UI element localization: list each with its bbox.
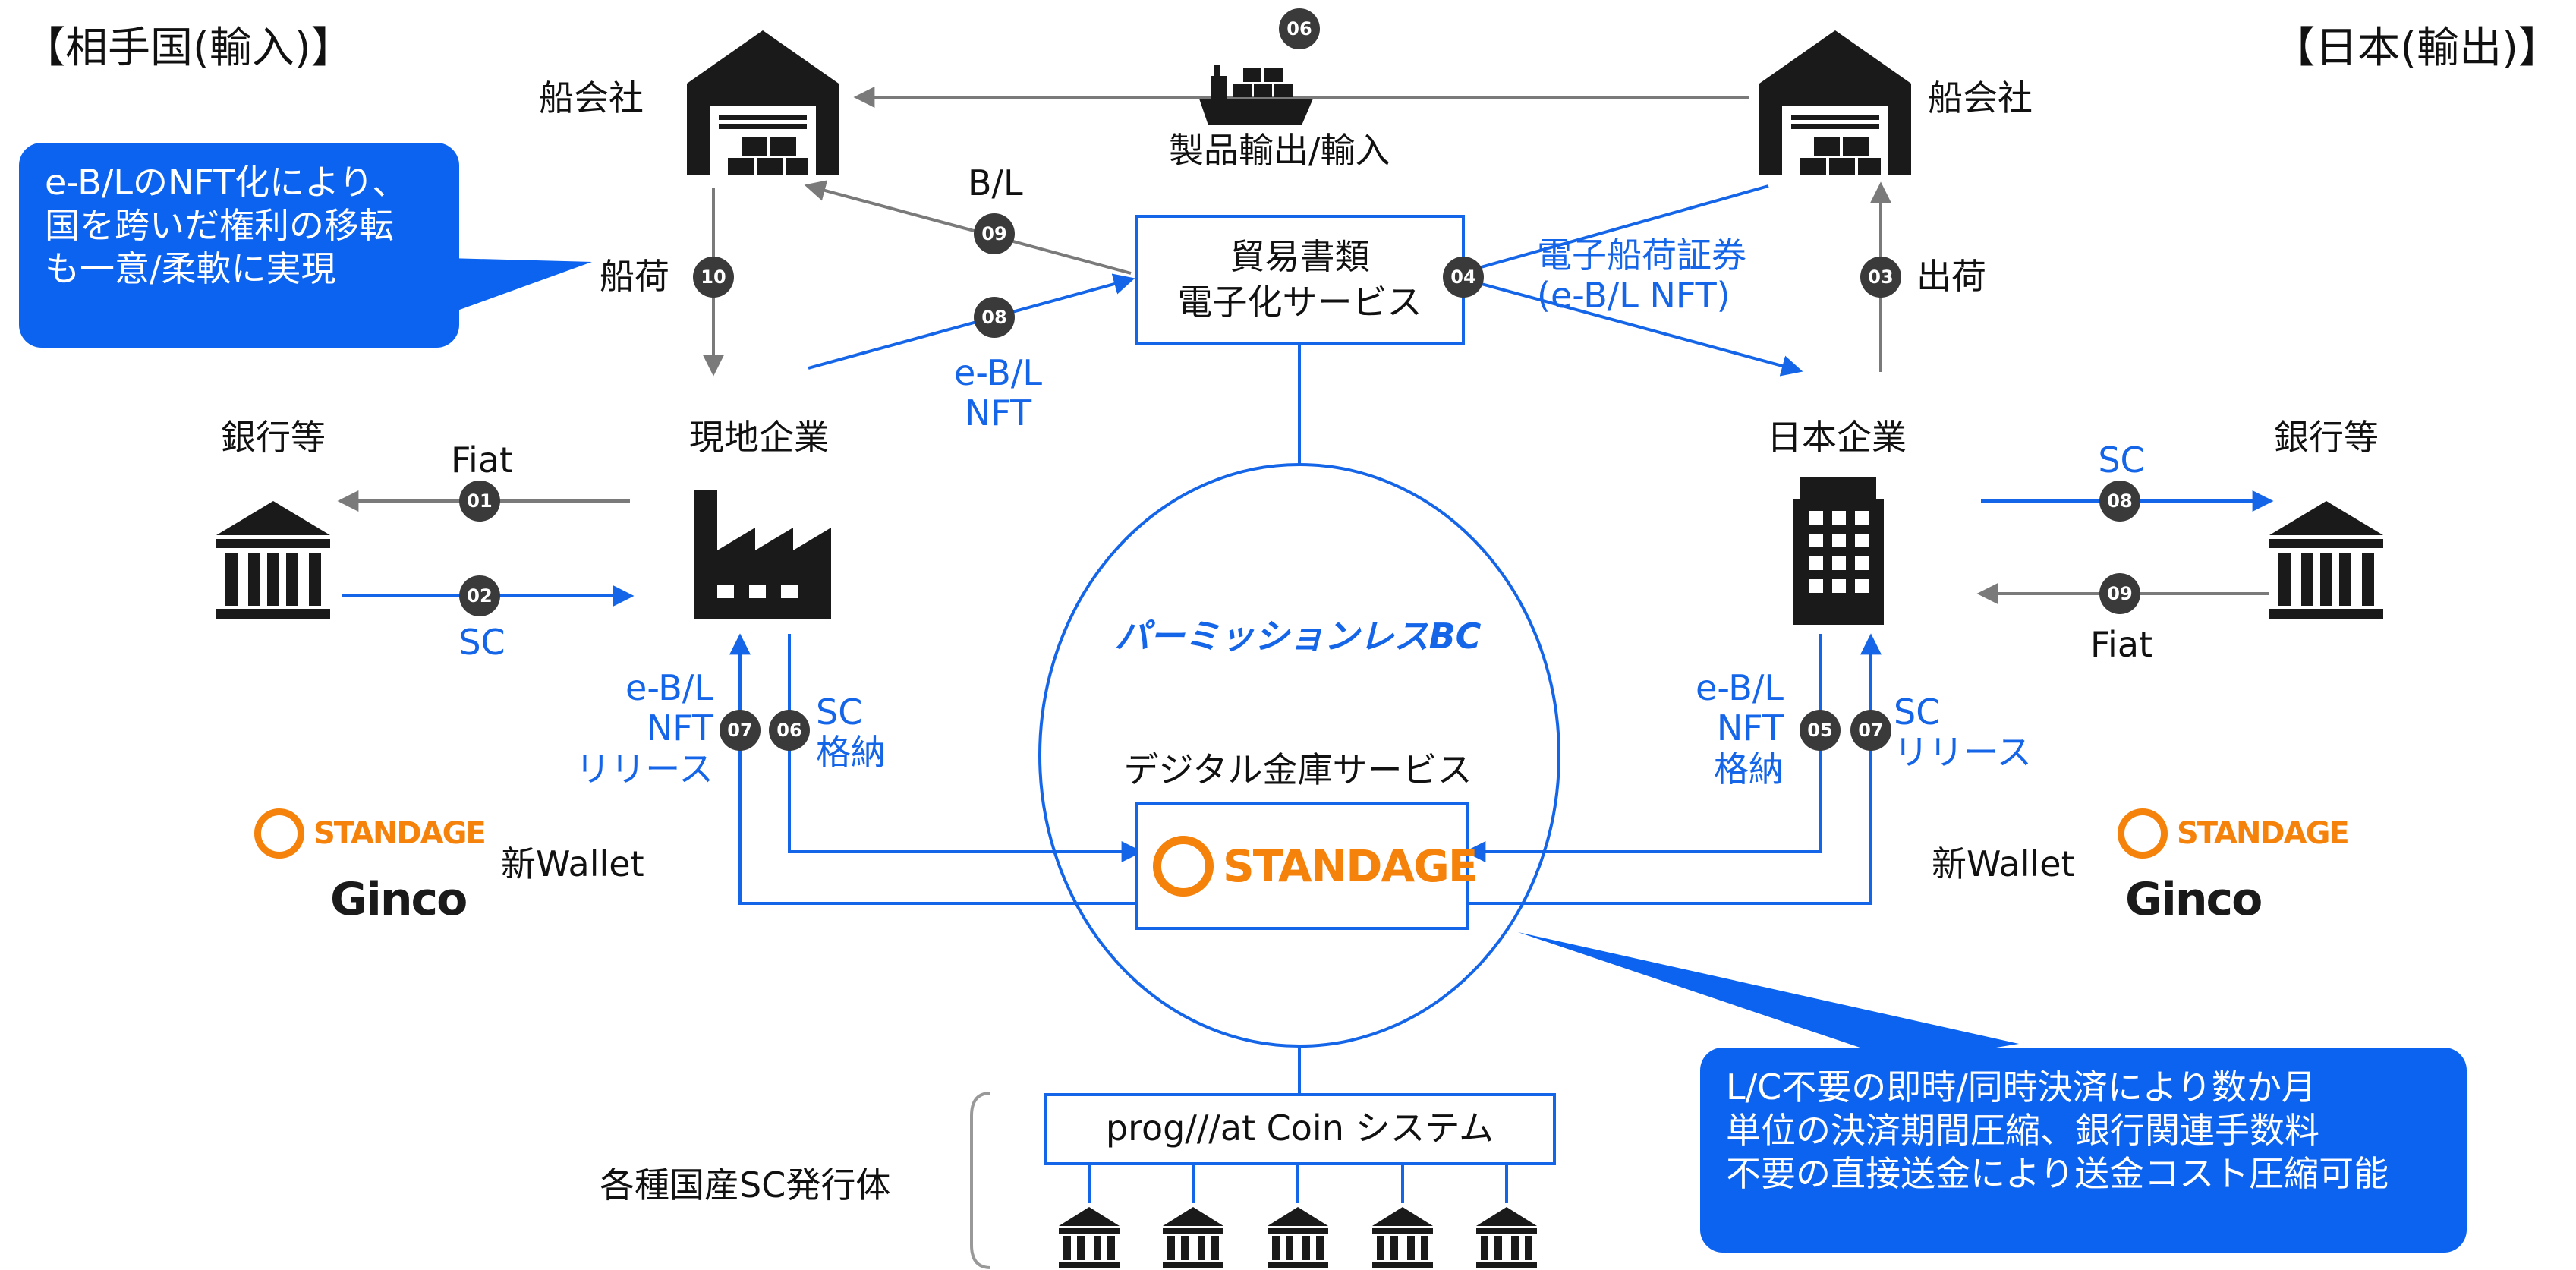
bank-left-label: 銀行等 — [221, 417, 326, 458]
step-badge: 06 — [1279, 8, 1320, 49]
right-release-label: SC リリース — [1894, 692, 2032, 774]
progmat-coin-label: prog///at Coin システム — [1105, 1108, 1494, 1149]
ebl-cert-label: 電子船荷証券 (e-B/L NFT) — [1537, 235, 1746, 317]
export-import-label: 製品輸出/輸入 — [1169, 130, 1390, 171]
factory-icon — [694, 490, 831, 619]
standage-logo-icon — [254, 808, 304, 859]
step-badge: 08 — [974, 297, 1015, 338]
trade-docs-service-label: 貿易書類 電子化サービス — [1177, 236, 1422, 323]
step-badge: 03 — [1860, 257, 1901, 298]
standage-wallet-logo-text: STANDAGE — [2177, 816, 2350, 851]
step-badge: 08 — [2099, 481, 2140, 522]
bank-right-label: 銀行等 — [2274, 417, 2379, 458]
fiat-left-label: Fiat — [450, 440, 514, 481]
standage-wallet-logo-right: STANDAGE — [2118, 808, 2350, 859]
new-wallet-right-label: 新Wallet — [1932, 843, 2075, 884]
shipment-label: 出荷 — [1916, 256, 1986, 297]
ebl-nft-left-label: e-B/L NFT — [954, 352, 1042, 434]
new-wallet-left-label: 新Wallet — [501, 843, 644, 884]
flow-bl — [804, 180, 1132, 275]
flow-cert-upper — [1464, 184, 1769, 273]
step-badge: 02 — [459, 575, 500, 616]
permissionless-bc-label: パーミッションレスBC — [1114, 616, 1482, 657]
callout-tail-left — [448, 258, 592, 311]
japan-company-label: 日本企業 — [1767, 417, 1907, 458]
issuer-bank-icon — [1059, 1207, 1120, 1268]
issuer-bank-icon — [1372, 1207, 1433, 1268]
sc-left-label: SC — [458, 622, 505, 663]
right-store-label: e-B/L NFT 格納 — [1696, 667, 1784, 789]
bl-label: B/L — [968, 162, 1023, 203]
digital-vault-service-label: デジタル金庫サービス — [1123, 749, 1472, 790]
loading-label: 船荷 — [600, 256, 669, 297]
fiat-right-label: Fiat — [2089, 624, 2153, 665]
standage-vault-logo: STANDAGE — [1153, 836, 1479, 897]
left-store-label: SC 格納 — [816, 692, 886, 774]
step-badge: 10 — [693, 257, 734, 298]
ginco-logo-right: Ginco — [2125, 873, 2263, 926]
step-badge: 05 — [1800, 710, 1841, 751]
flow-cert-lower — [1464, 278, 1803, 377]
step-badge: 01 — [459, 481, 500, 522]
trade-docs-service-box: 貿易書類 電子化サービス — [1135, 215, 1465, 345]
shipping-company-left-label: 船会社 — [539, 77, 644, 118]
sc-issuers-label: 各種国産SC発行体 — [600, 1164, 891, 1205]
settlement-benefit-callout: L/C不要の即時/同時決済により数か月 単位の決済期間圧縮、銀行関連手数料 不要… — [1700, 1048, 2467, 1253]
region-title-importer: 【相手国(輸入)】 — [23, 24, 354, 73]
issuer-bank-icon — [1268, 1207, 1328, 1268]
office-building-icon — [1793, 477, 1884, 625]
warehouse-right-icon — [1759, 30, 1911, 175]
nft-rights-callout: e-B/LのNFT化により、 国を跨いだ権利の移転 も一意/柔軟に実現 — [19, 143, 459, 348]
step-badge: 06 — [769, 710, 810, 751]
standage-logo-icon — [1153, 836, 1214, 897]
progmat-coin-box: prog///at Coin システム — [1044, 1093, 1556, 1165]
bank-left-icon — [216, 501, 330, 619]
flow-ebl-nft-left — [808, 273, 1135, 370]
standage-logo-icon — [2118, 808, 2168, 859]
flow-left-store — [788, 634, 1143, 862]
issuer-bracket — [970, 1092, 991, 1269]
standage-wallet-logo-left: STANDAGE — [254, 808, 487, 859]
permissionless-bc-ellipse — [1038, 463, 1560, 1048]
left-release-label: e-B/L NFT リリース — [575, 667, 713, 789]
callout-tail-right — [1518, 932, 2019, 1063]
bank-right-icon — [2269, 501, 2383, 619]
standage-wallet-logo-text: STANDAGE — [313, 816, 487, 851]
step-badge: 04 — [1443, 257, 1484, 298]
flow-right-store — [1464, 634, 1822, 862]
issuer-bank-icon — [1163, 1207, 1223, 1268]
step-badge: 09 — [974, 213, 1015, 254]
issuer-bank-icon — [1476, 1207, 1537, 1268]
flow-left-release — [729, 633, 1138, 905]
cargo-ship-icon — [1199, 65, 1313, 125]
region-title-exporter: 【日本(輸出)】 — [2272, 24, 2561, 73]
step-badge: 07 — [1850, 710, 1891, 751]
standage-vault-logo-text: STANDAGE — [1223, 840, 1479, 892]
ginco-logo-left: Ginco — [330, 873, 468, 926]
warehouse-left-icon — [687, 30, 839, 175]
shipping-company-right-label: 船会社 — [1928, 77, 2033, 118]
local-company-label: 現地企業 — [689, 417, 829, 458]
sc-right-label: SC — [2098, 440, 2145, 481]
step-badge: 09 — [2099, 573, 2140, 614]
standage-vault-box: STANDAGE — [1135, 802, 1479, 930]
step-badge: 07 — [720, 710, 761, 751]
